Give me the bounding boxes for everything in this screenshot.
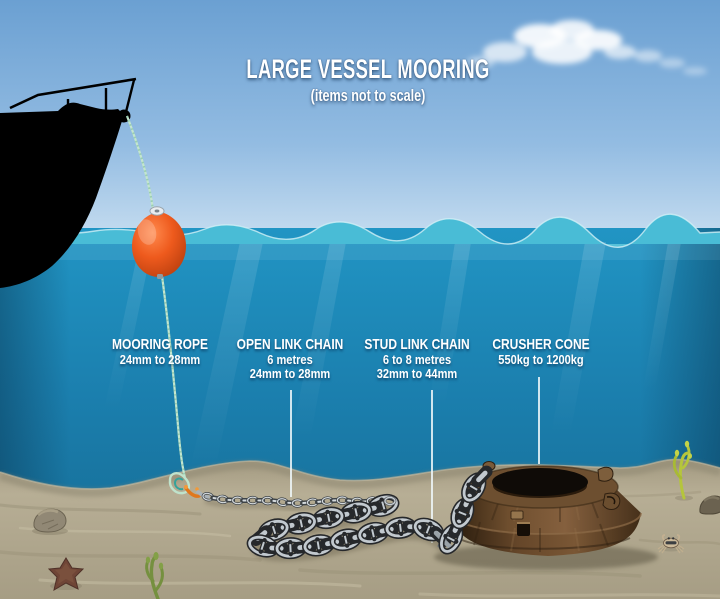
page-title: LARGE VESSEL MOORING	[246, 54, 490, 84]
label-title: MOORING ROPE	[111, 336, 209, 353]
label-stud-link-chain: STUD LINK CHAIN 6 to 8 metres 32mm to 44…	[351, 337, 483, 381]
rock-left	[32, 508, 68, 535]
label-title: OPEN LINK CHAIN	[236, 336, 344, 353]
rock-right	[699, 495, 720, 515]
label-spec: 24mm to 28mm	[249, 366, 331, 381]
label-title: CRUSHER CONE	[492, 336, 590, 353]
label-crusher-cone: CRUSHER CONE 550kg to 1200kg	[480, 337, 602, 367]
leader-lines	[290, 377, 540, 543]
label-title: STUD LINK CHAIN	[364, 336, 470, 353]
label-spec: 550kg to 1200kg	[498, 352, 584, 367]
title-block: LARGE VESSEL MOORING (items not to scale…	[189, 54, 547, 106]
label-spec: 32mm to 44mm	[376, 366, 458, 381]
stud-link-chain-over-cone	[438, 465, 493, 555]
mooring-buoy	[132, 206, 186, 279]
seaweed-right	[672, 440, 693, 501]
label-spec: 6 metres	[267, 352, 313, 367]
label-spec: 6 to 8 metres	[382, 352, 452, 367]
crab	[657, 534, 685, 554]
mooring-rope-graphic	[125, 115, 187, 479]
seaweed-center	[145, 552, 164, 599]
sunbeams	[104, 242, 681, 470]
starfish	[47, 557, 85, 592]
page-subtitle: (items not to scale)	[310, 86, 426, 105]
crusher-cone-graphic	[434, 461, 658, 570]
vessel-silhouette	[0, 77, 137, 289]
clouds	[467, 20, 707, 75]
label-spec: 24mm to 28mm	[119, 352, 201, 367]
open-link-chain-graphic	[201, 492, 385, 508]
label-mooring-rope: MOORING ROPE 24mm to 28mm	[100, 337, 220, 367]
label-open-link-chain: OPEN LINK CHAIN 6 metres 24mm to 28mm	[223, 337, 356, 381]
